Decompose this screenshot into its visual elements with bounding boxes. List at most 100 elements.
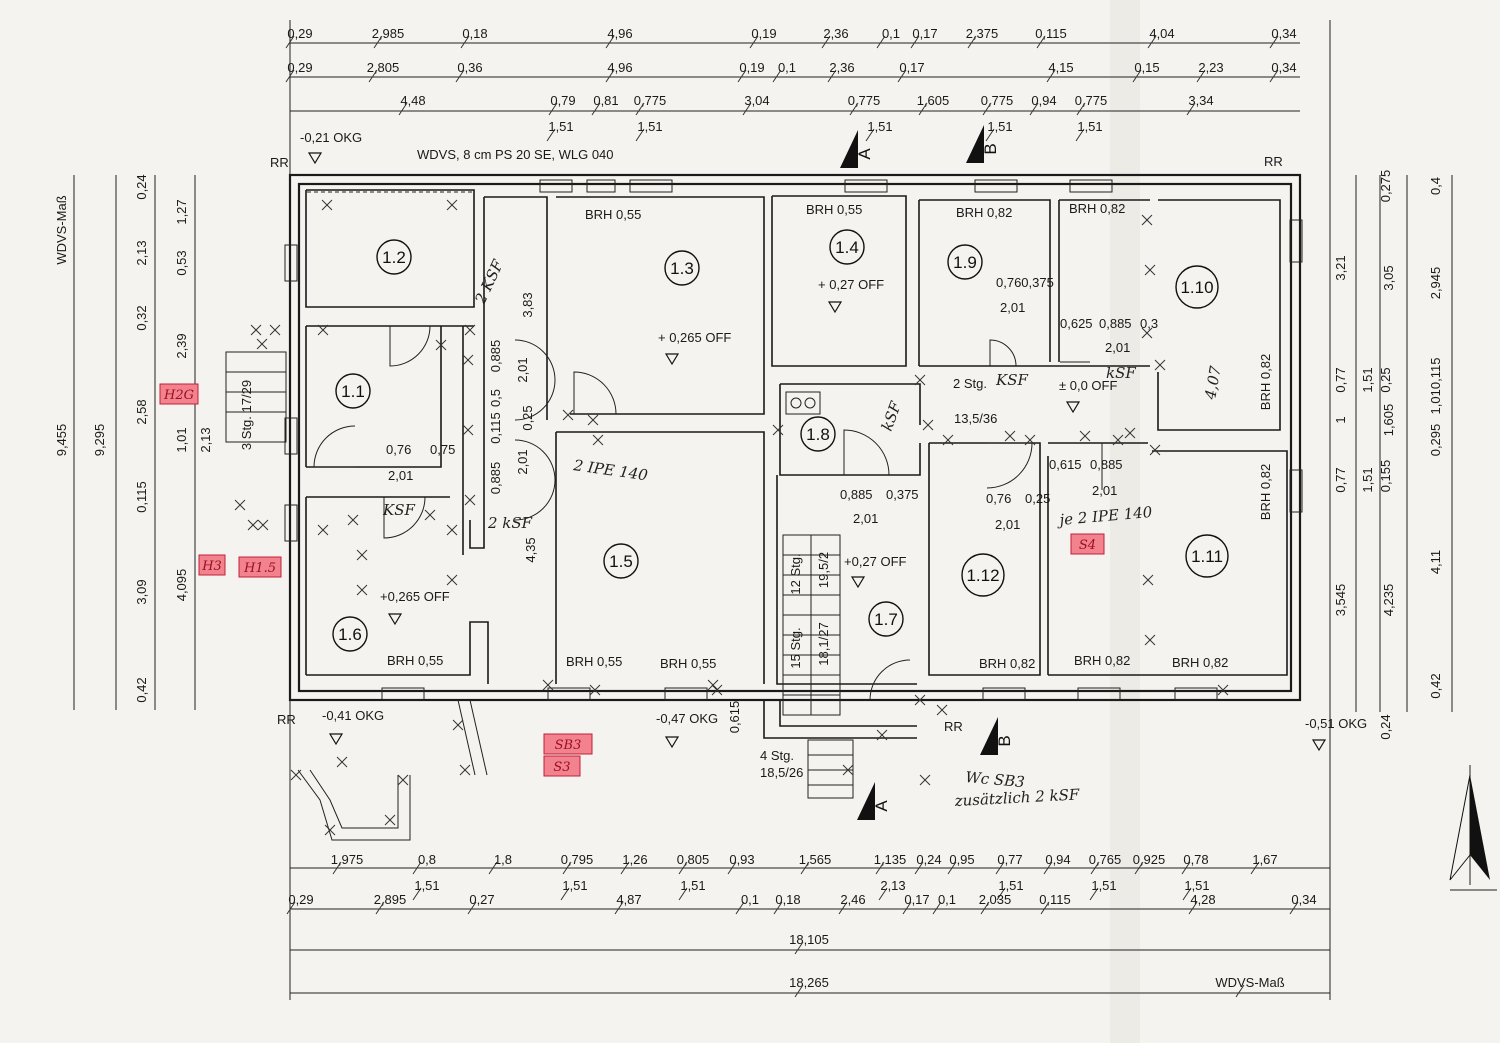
dimension-tick — [773, 901, 783, 915]
pink-note-label: H2G — [163, 388, 194, 403]
dimension-value: 0,19 — [751, 26, 776, 41]
dimension-tick — [1075, 128, 1085, 142]
room-circle — [335, 373, 371, 409]
dimension-tick — [412, 887, 422, 901]
section-letter: A — [872, 800, 891, 812]
cross-mark — [587, 414, 599, 426]
dimension-value: 3,09 — [134, 579, 149, 604]
dimension-tick — [982, 102, 992, 116]
plan-label: 0,760,375 — [996, 275, 1054, 290]
dimension-value: 1,975 — [331, 852, 364, 867]
dimension-tick — [876, 35, 886, 49]
dimension-tick — [749, 35, 759, 49]
dimension-value: 18,265 — [789, 975, 829, 990]
dimension-value: 2,23 — [1198, 60, 1223, 75]
dimension-tick — [1090, 861, 1100, 875]
dimension-tick — [794, 941, 804, 955]
dimension-value: 4,11 — [1428, 550, 1443, 574]
cross-mark — [1141, 214, 1153, 226]
cross-mark — [1079, 430, 1091, 442]
plan-label-vertical: 15 Stg. — [788, 627, 803, 668]
plan-label: BRH 0,55 — [806, 202, 862, 217]
dimension-tick — [560, 887, 570, 901]
dimension-tick — [1269, 69, 1279, 83]
dimension-value: 0,24 — [134, 174, 149, 199]
doors — [313, 325, 1103, 701]
dimension-value: 4,96 — [607, 60, 632, 75]
plan-label: 0,615 — [1049, 457, 1082, 472]
dimension-tick — [1076, 102, 1086, 116]
pink-note-label: H3 — [201, 559, 222, 574]
dimension-tick — [286, 901, 296, 915]
dimension-value: 0,1 — [882, 26, 900, 41]
plan-label-vertical: 12 Stg. — [788, 553, 803, 594]
room-circle — [1185, 534, 1229, 578]
plan-label-vertical: BRH 0,82 — [1258, 354, 1273, 410]
handwritten-note: Wc SB3 — [965, 768, 1026, 791]
dimension-value: 0,15 — [1134, 60, 1159, 75]
dimension-tick — [285, 69, 295, 83]
dimension-value: 9,295 — [92, 424, 107, 457]
dimension-value: 1,67 — [1252, 852, 1277, 867]
dimension-tick — [591, 102, 601, 116]
plan-label: BRH 0,82 — [1069, 201, 1125, 216]
dimension-value: 0,765 — [1089, 852, 1122, 867]
dimension-tick — [821, 35, 831, 49]
plan-label: + 0,265 OFF — [658, 330, 731, 345]
dimension-tick — [1269, 35, 1279, 49]
cross-mark — [592, 434, 604, 446]
dimension-value: 0,1 — [778, 60, 796, 75]
dimension-tick — [620, 861, 630, 875]
dimension-tick — [735, 901, 745, 915]
dimension-value: 0,17 — [912, 26, 937, 41]
north-arrow-icon — [1449, 765, 1497, 891]
cross-mark — [936, 704, 948, 716]
dimension-value: WDVS-Maß — [54, 195, 69, 264]
cross-mark — [356, 584, 368, 596]
dimension-value: 0,24 — [1378, 714, 1393, 739]
handwritten-note: kSF — [1106, 364, 1136, 382]
dimension-value: 0,17 — [904, 892, 929, 907]
cross-mark — [1144, 634, 1156, 646]
plan-label: 2,01 — [1105, 340, 1130, 355]
plan-label-vertical: 0,885 — [488, 462, 503, 495]
dimension-value: 0,775 — [981, 93, 1014, 108]
cross-mark — [269, 324, 281, 336]
cross-mark — [347, 514, 359, 526]
plan-label: 2,01 — [388, 468, 413, 483]
dimension-tick — [1089, 887, 1099, 901]
dimension-tick — [800, 861, 810, 875]
room-number: 1.1 — [341, 382, 365, 401]
room-number: 1.6 — [338, 625, 362, 644]
dimension-tick — [368, 69, 378, 83]
cross-mark — [914, 694, 926, 706]
dimension-value: 1,565 — [799, 852, 832, 867]
dimension-value: 4,095 — [174, 569, 189, 602]
dimension-tick — [996, 887, 1006, 901]
dimension-value: 1,51 — [562, 878, 587, 893]
cross-mark — [256, 338, 268, 350]
dimension-value: 0,155 — [1378, 460, 1393, 493]
dimension-tick — [467, 901, 477, 915]
plan-label: RR — [944, 719, 963, 734]
dimension-tick — [995, 861, 1005, 875]
room-number: 1.8 — [806, 425, 830, 444]
room-number: 1.12 — [966, 566, 999, 585]
windows — [284, 179, 1303, 701]
cross-mark — [384, 814, 396, 826]
dimension-tick — [878, 887, 888, 901]
section-arrow-icon — [980, 717, 998, 755]
dimension-tick — [865, 128, 875, 142]
cross-mark — [772, 424, 784, 436]
section-letter: A — [855, 148, 874, 160]
dimension-value: 0,34 — [1291, 892, 1316, 907]
cross-mark — [589, 684, 601, 696]
plan-label-vertical: 4,35 — [523, 537, 538, 562]
dimension-tick — [562, 861, 572, 875]
dimension-value: 2,13 — [134, 240, 149, 265]
dimension-value: 0,805 — [677, 852, 710, 867]
plan-label: 0,885 — [840, 487, 873, 502]
dimension-tick — [375, 901, 385, 915]
plan-label-vertical: 18,1/27 — [816, 622, 831, 665]
